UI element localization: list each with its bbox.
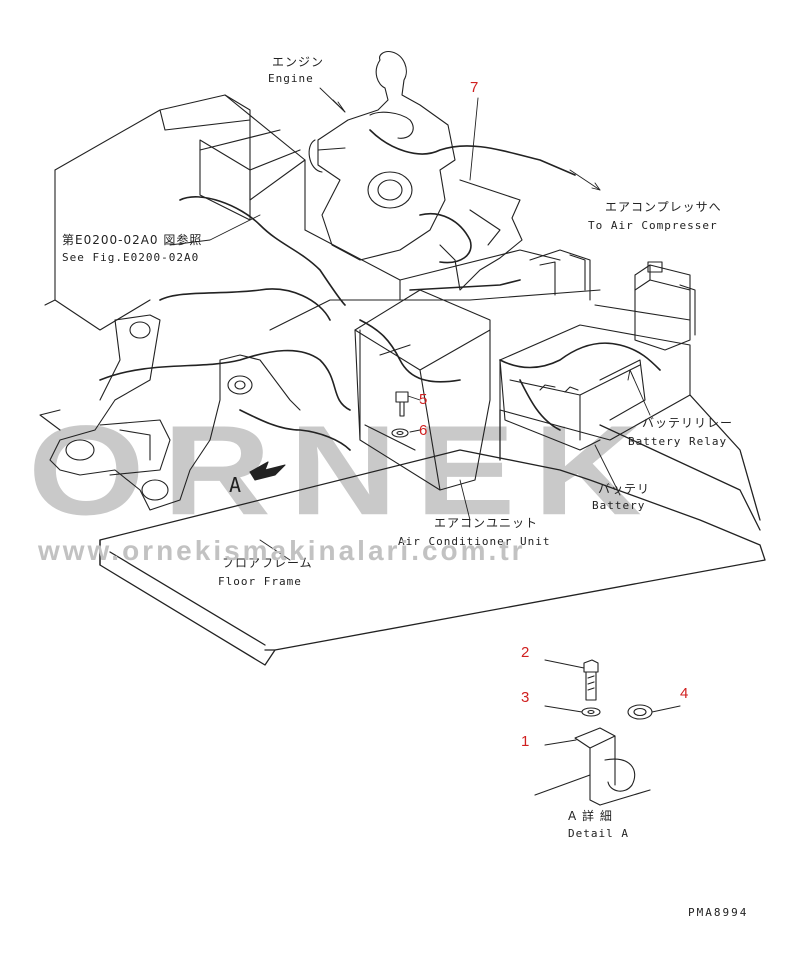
floor-frame: [99, 394, 766, 666]
wire-harness: [99, 129, 661, 451]
leader-lines: [169, 87, 651, 561]
chassis-outline: [39, 94, 306, 431]
bolt-and-washer-main: [391, 391, 409, 438]
callout-2: 2: [521, 644, 530, 661]
air-compressor-label-en: To Air Compresser: [588, 219, 718, 232]
floor-frame-label-jp: フロアフレーム: [222, 556, 313, 570]
engine-label-en: Engine: [268, 72, 314, 85]
see-fig-label-en: See Fig.E0200-02A0: [62, 251, 200, 264]
battery-relay: [634, 261, 696, 351]
battery-relay-label-en: Battery Relay: [628, 435, 728, 448]
battery-relay-label-jp: バッテリリレー: [642, 416, 734, 430]
watermark-url: www.ornekismakinalari.com.tr: [38, 535, 526, 566]
callout-4: 4: [680, 685, 689, 702]
floor-frame-label-en: Floor Frame: [218, 575, 302, 588]
drawing-code: PMA8994: [688, 906, 749, 919]
battery-label-en: Battery: [592, 499, 646, 512]
view-a-label: A: [229, 473, 242, 497]
boom-arm: [49, 314, 301, 511]
air-conditioner-unit: [354, 289, 491, 491]
callout-6: 6: [419, 422, 428, 439]
battery-label-jp: バッテリ: [598, 482, 651, 496]
callout-3: 3: [521, 689, 530, 706]
aircon-label-jp: エアコンユニット: [434, 516, 539, 530]
view-arrow-a: [249, 461, 286, 481]
engine: [308, 51, 523, 291]
detail-a-label-en: Detail A: [568, 827, 629, 840]
callout-7: 7: [470, 79, 479, 96]
upper-deck: [269, 229, 691, 331]
detail-a-label-jp: A 詳 細: [568, 809, 613, 823]
callout-5: 5: [419, 391, 428, 408]
air-compressor-label-jp: エアコンプレッサへ: [605, 200, 722, 214]
aircon-label-en: Air Conditioner Unit: [398, 535, 551, 548]
detail-a-assembly: [534, 659, 681, 806]
engine-label-jp: エンジン: [272, 55, 325, 69]
see-fig-label-jp: 第E0200-02A0 図参照: [62, 233, 203, 247]
callout-1: 1: [521, 733, 530, 750]
watermark-brand: ORNEK: [28, 398, 660, 542]
